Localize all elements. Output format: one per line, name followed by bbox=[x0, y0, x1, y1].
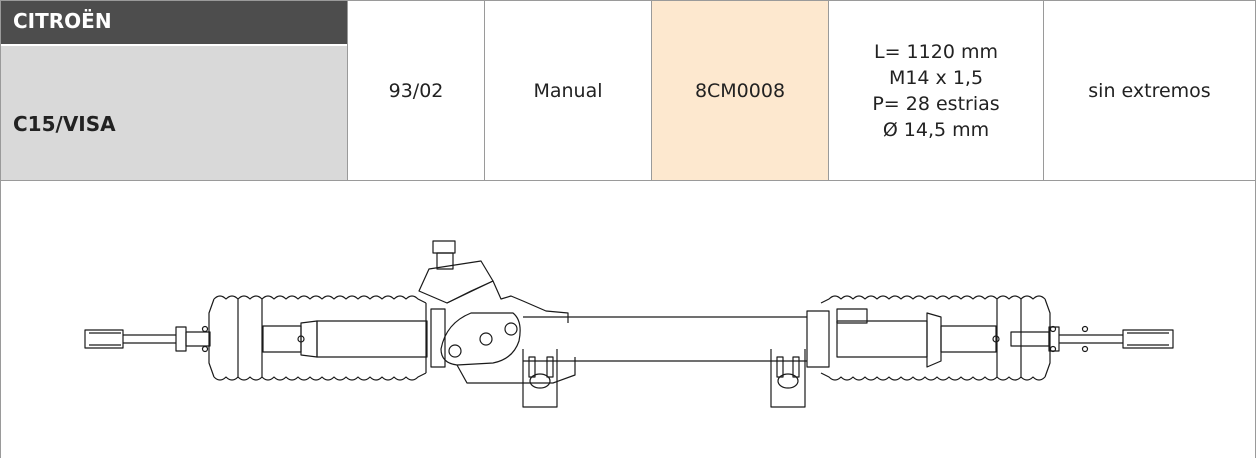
spec-thread: M14 x 1,5 bbox=[888, 66, 984, 89]
mounting-bracket-left bbox=[522, 349, 558, 408]
product-drawing bbox=[0, 181, 1256, 458]
vehicle-column: CITROËN C15/VISA bbox=[0, 1, 348, 180]
right-tie-rod bbox=[1010, 325, 1174, 353]
right-boot bbox=[820, 295, 1051, 381]
model-label: C15/VISA bbox=[1, 46, 347, 180]
spec-diameter: Ø 14,5 mm bbox=[882, 118, 990, 141]
spec-splines: P= 28 estrias bbox=[872, 92, 1000, 115]
left-boot bbox=[208, 295, 428, 381]
rack-tube bbox=[523, 310, 830, 368]
reference-cell: 8CM0008 bbox=[652, 1, 829, 180]
mounting-bracket-right bbox=[770, 349, 806, 408]
steering-type-cell: Manual bbox=[485, 1, 652, 180]
date-cell: 93/02 bbox=[348, 1, 485, 180]
left-tie-rod bbox=[84, 325, 211, 353]
spec-length: L= 1120 mm bbox=[874, 40, 998, 63]
brand-label: CITROËN bbox=[1, 1, 347, 46]
pinion-housing bbox=[418, 240, 576, 384]
specs-cell: L= 1120 mm M14 x 1,5 P= 28 estrias Ø 14,… bbox=[829, 1, 1044, 180]
product-row: CITROËN C15/VISA 93/02 Manual 8CM0008 L=… bbox=[0, 0, 1256, 181]
ends-cell: sin extremos bbox=[1044, 1, 1256, 180]
steering-rack-drawing bbox=[84, 240, 1174, 408]
